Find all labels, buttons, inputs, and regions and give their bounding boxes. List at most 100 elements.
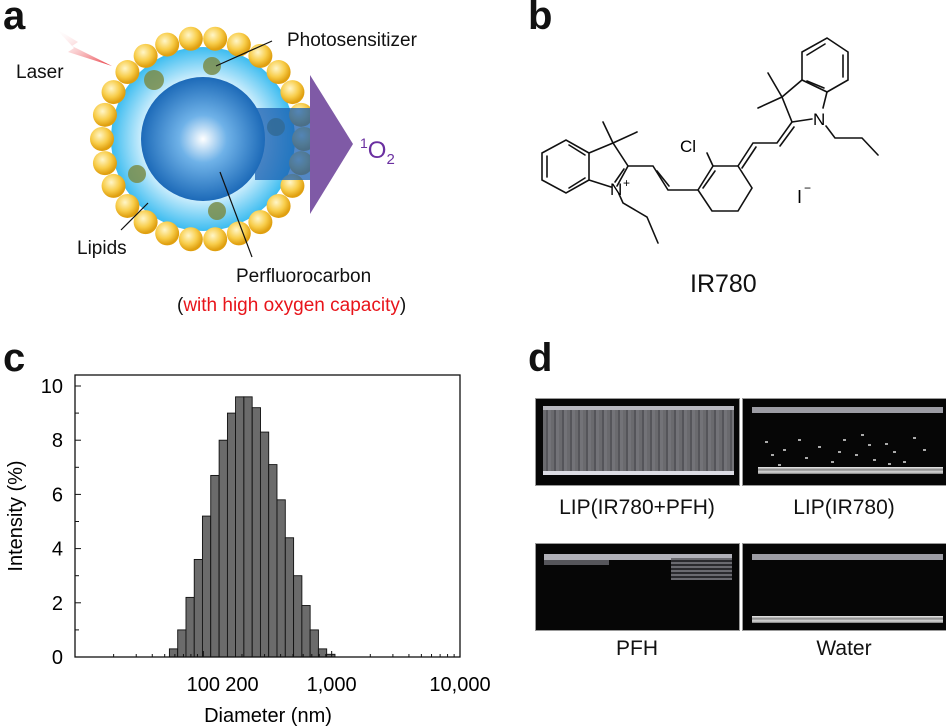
bubble-dot [861, 434, 864, 436]
histogram-bar [284, 537, 295, 658]
lipid-bead [92, 151, 117, 176]
bubble-dot [888, 463, 891, 465]
histogram-bar [268, 464, 278, 658]
lipid-bead [90, 127, 114, 151]
ultrasound-image-lip-ir780 [742, 398, 946, 486]
singlet-oxygen-arrow [310, 75, 353, 214]
y-tick-label: 4 [52, 539, 63, 561]
histogram-bar [201, 515, 212, 658]
bubble-dot [798, 439, 801, 441]
bubble-dot [818, 446, 821, 448]
histogram-bar [168, 648, 179, 658]
x-axis-label: Diameter (nm) [204, 705, 332, 727]
positive-charge: + [623, 176, 630, 190]
bubble-dot [903, 461, 906, 463]
singlet-oxygen-label: 1O2 [360, 135, 395, 168]
perfluorocarbon-core [141, 77, 265, 201]
panel-a-letter: a [3, 0, 26, 38]
y-tick-label: 6 [52, 484, 63, 506]
caption-lip-ir780: LIP(IR780) [793, 496, 895, 519]
lipid-bead [226, 221, 251, 246]
nitrogen-cation-atom: N [610, 180, 622, 199]
plot-frame [74, 374, 461, 658]
x-tick-label: 1,000 [307, 674, 357, 696]
bubble-dot [893, 451, 896, 453]
lipid-bead [133, 210, 158, 235]
bubble-dot [831, 461, 834, 463]
lipid-bead [226, 32, 251, 57]
chlorine-atom: Cl [680, 137, 696, 156]
lipid-bead [203, 227, 228, 252]
caption-water: Water [816, 637, 872, 660]
lipid-bead [101, 173, 126, 198]
histogram-bar [259, 431, 270, 658]
y-tick-label: 2 [52, 593, 63, 615]
bubble-dot [783, 449, 786, 451]
lipid-bead [178, 26, 203, 51]
bubble-dot [873, 459, 876, 461]
lipid-bead [115, 60, 140, 85]
histogram-bar [210, 474, 220, 658]
histogram-bar [235, 396, 245, 658]
speckle-region [543, 406, 734, 474]
oxygen-capacity-note: (with high oxygen capacity) [177, 295, 407, 316]
histogram-bar [309, 629, 319, 658]
lipid-bead [155, 32, 180, 57]
histogram-bar [177, 629, 187, 658]
x-tick-label: 100 [187, 674, 220, 696]
histogram-bar [293, 575, 303, 658]
bubble-dot [843, 439, 846, 441]
lipid-bead [101, 80, 126, 105]
lipid-bead [203, 26, 228, 51]
y-tick-label: 0 [52, 647, 63, 669]
caption-pfh: PFH [616, 637, 658, 660]
y-axis-label: Intensity (%) [5, 460, 27, 571]
iodide-atom: I [797, 187, 802, 207]
lipid-bead [280, 80, 305, 105]
lipid-bead [133, 43, 158, 68]
lipid-bead [266, 60, 291, 85]
lipids-label: Lipids [77, 238, 127, 259]
x-tick-label: 10,000 [429, 674, 490, 696]
histogram-bar [301, 605, 311, 658]
perfluorocarbon-label: Perfluorocarbon [236, 266, 372, 287]
lipid-bead [248, 210, 273, 235]
bubble-dot [855, 454, 858, 456]
panel-c-letter: c [3, 336, 26, 380]
liposome-schematic: 1O2 [55, 26, 395, 258]
histogram-bar [276, 499, 286, 658]
photosensitizer-label: Photosensitizer [287, 30, 417, 51]
ultrasound-image-lip-ir780-pfh [535, 398, 740, 486]
histogram-bar [218, 439, 228, 658]
x-tick-label: 200 [225, 674, 258, 696]
histogram-bars [168, 396, 336, 658]
laser-label: Laser [16, 62, 64, 83]
oxygen-release-band [255, 108, 315, 180]
nitrogen-atom: N [813, 110, 825, 129]
ir780-structure: Cl N + N I − [541, 37, 879, 244]
negative-charge: − [804, 181, 811, 195]
y-tick-label: 10 [41, 376, 63, 398]
bubble-dot [838, 451, 841, 453]
lipid-bead [178, 227, 203, 252]
bubble-dot [923, 449, 926, 451]
bubble-dot [885, 443, 888, 445]
y-axis-ticks: 0 2 4 6 8 10 [41, 376, 81, 669]
bubble-dot [771, 454, 774, 456]
histogram-bar [243, 396, 253, 658]
bubble-dot [868, 444, 871, 446]
lipid-bead [115, 193, 140, 218]
lipid-bead [155, 221, 180, 246]
bubble-dot [913, 437, 916, 439]
histogram-bar [193, 558, 203, 658]
compound-name: IR780 [690, 270, 757, 298]
histogram-bar [185, 596, 195, 658]
caption-lip-ir780-pfh: LIP(IR780+PFH) [559, 496, 715, 519]
y-tick-label: 8 [52, 430, 63, 452]
ultrasound-image-pfh [535, 543, 740, 631]
ultrasound-image-water [742, 543, 946, 631]
histogram-bar [251, 407, 261, 658]
lipid-bead [92, 102, 117, 127]
